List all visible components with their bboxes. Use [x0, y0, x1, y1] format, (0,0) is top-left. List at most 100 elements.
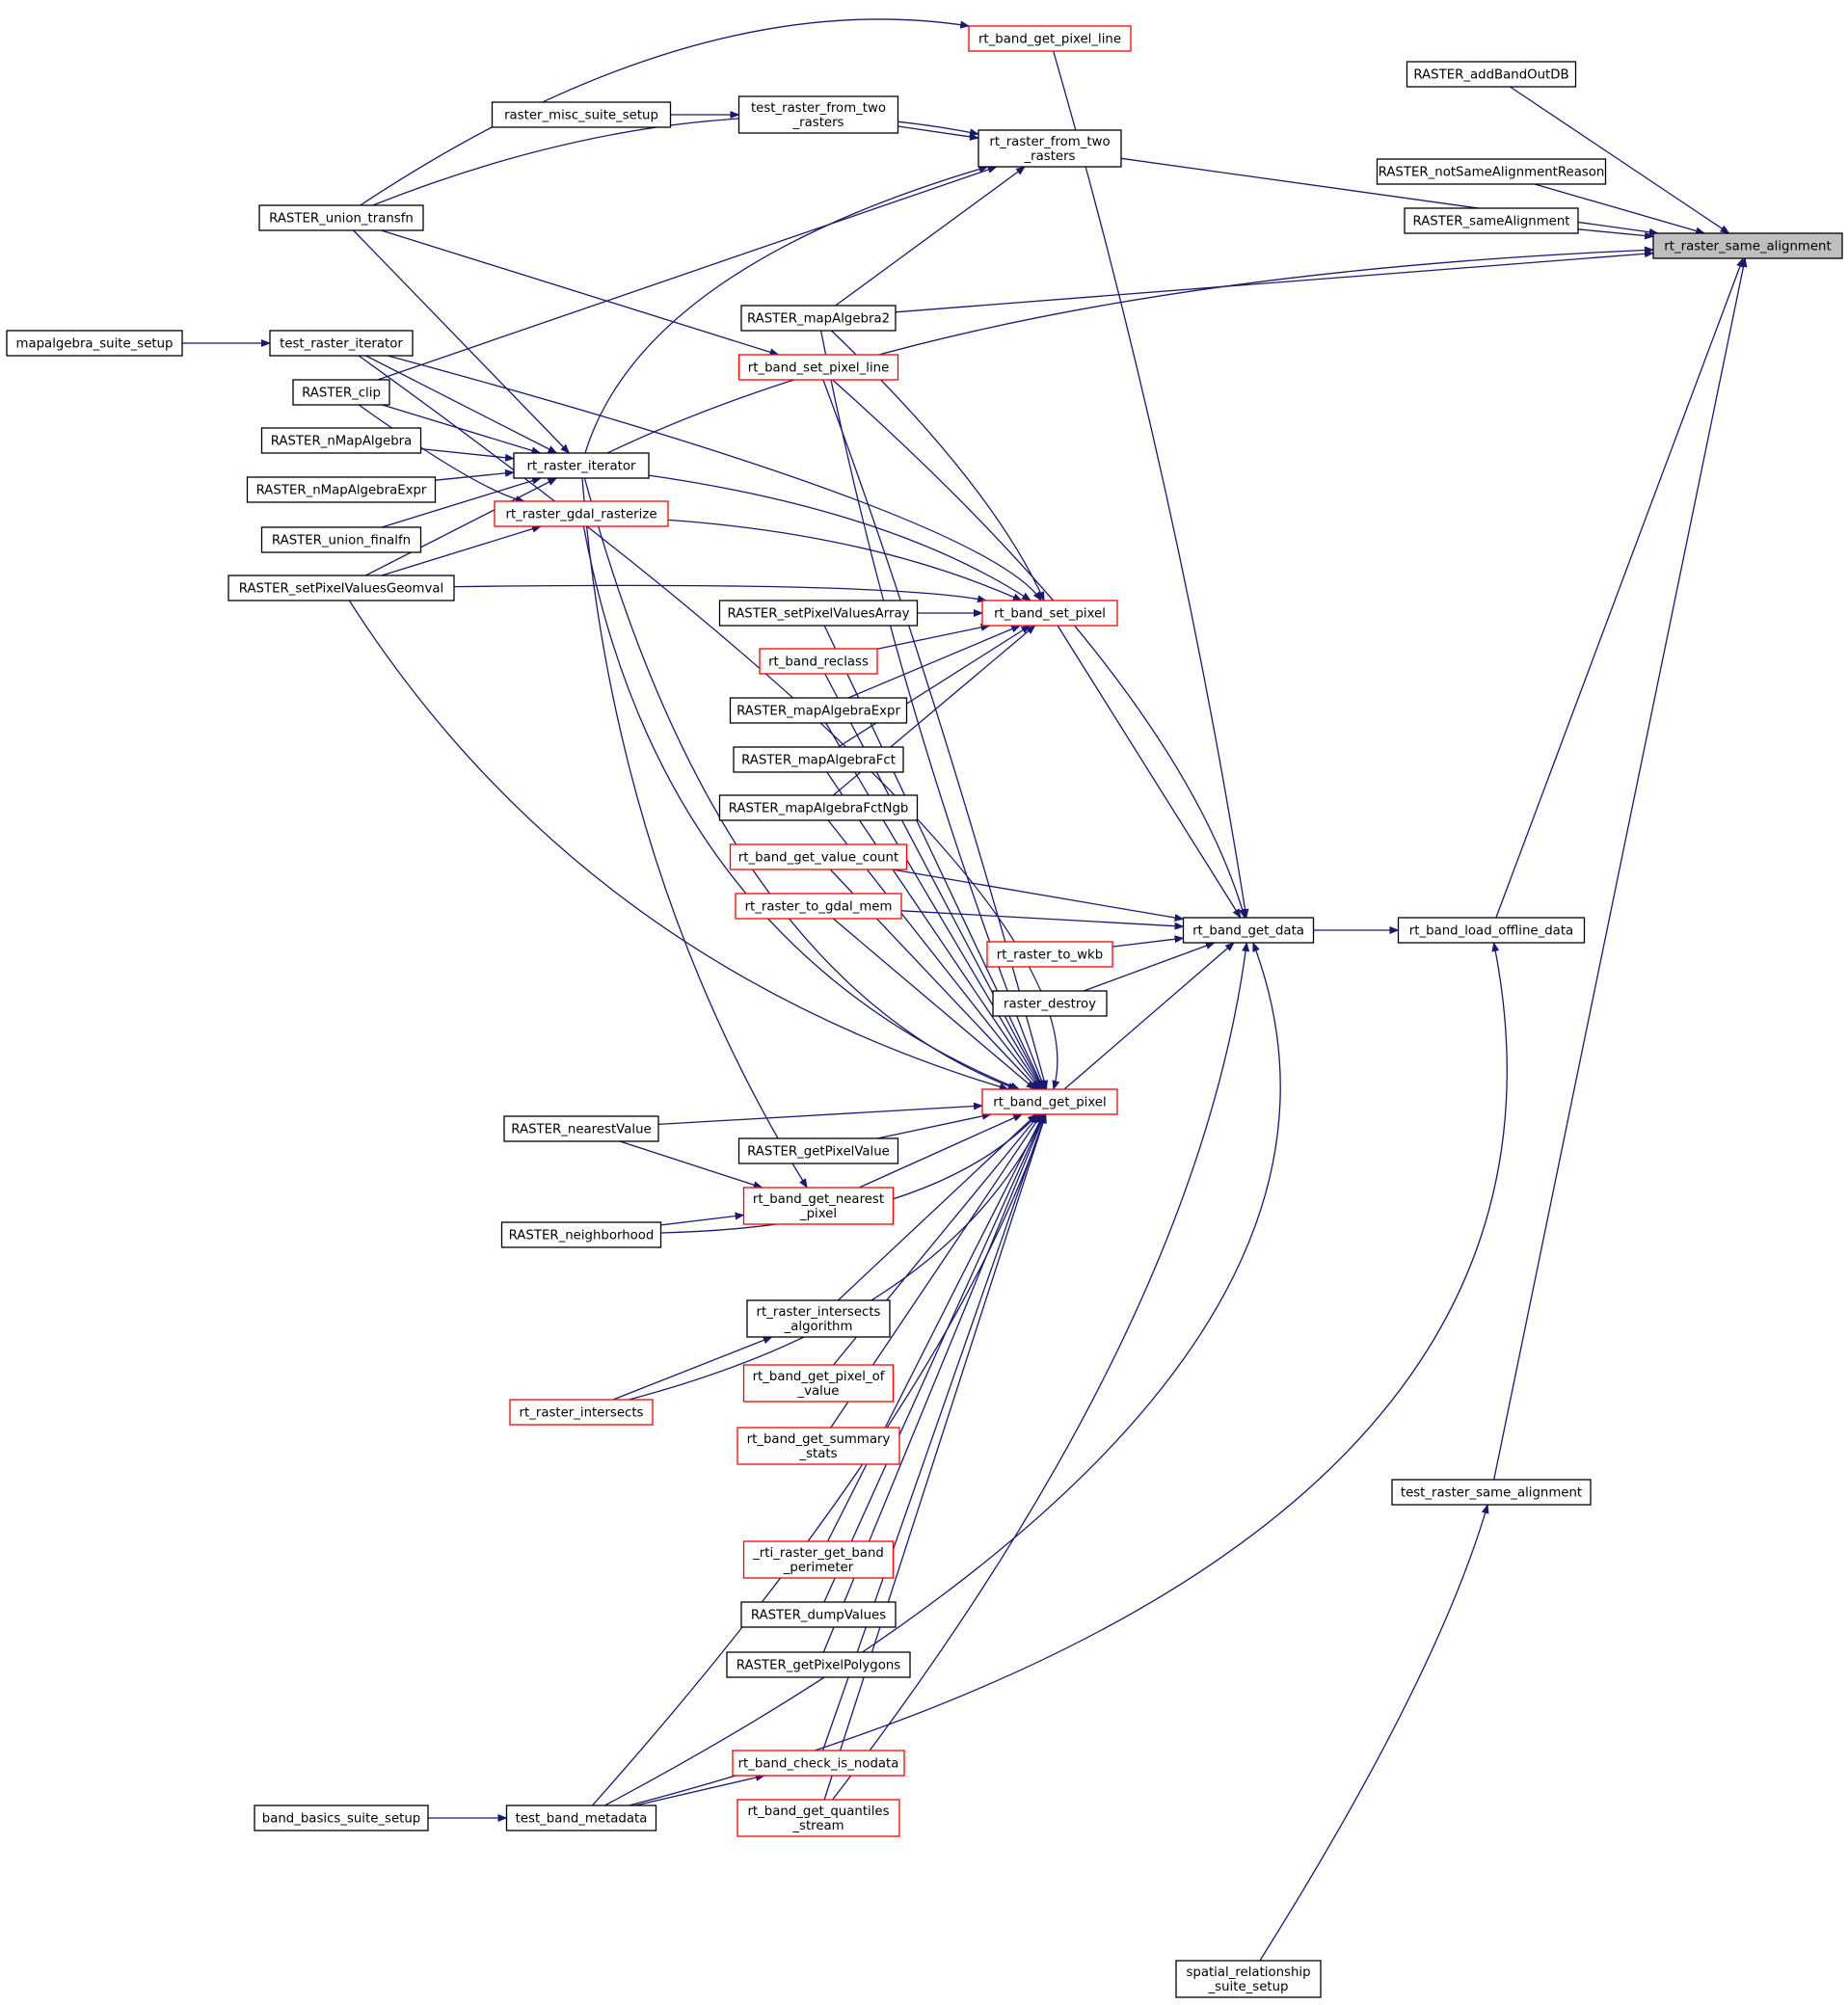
- node-RASTER_setPixelValuesGeomval[interactable]: RASTER_setPixelValuesGeomval: [228, 575, 455, 602]
- node-label: rt_raster_from_two: [989, 135, 1110, 149]
- node-RASTER_sameAlignment[interactable]: RASTER_sameAlignment: [1404, 207, 1579, 234]
- node-test_raster_from_two_rasters[interactable]: test_raster_from_two_rasters: [737, 95, 899, 134]
- node-test_raster_iterator[interactable]: test_raster_iterator: [269, 330, 414, 357]
- node-rt_band_load_offline_data[interactable]: rt_band_load_offline_data: [1397, 917, 1586, 944]
- node-rt_raster_from_two_rasters[interactable]: rt_raster_from_two_rasters: [978, 129, 1122, 168]
- node-RASTER_union_finalfn[interactable]: RASTER_union_finalfn: [260, 526, 422, 553]
- node-rt_raster_to_gdal_mem[interactable]: rt_raster_to_gdal_mem: [735, 893, 902, 920]
- node-label: _rasters: [1024, 149, 1076, 164]
- node-box: [258, 204, 424, 231]
- node-rt_raster_iterator[interactable]: rt_raster_iterator: [513, 452, 650, 479]
- node-box: [740, 305, 897, 332]
- node-rt_band_reclass[interactable]: rt_band_reclass: [759, 648, 878, 675]
- node-label: rt_band_get_summary: [747, 1432, 891, 1447]
- node-label: test_raster_same_alignment: [1401, 1486, 1582, 1501]
- node-box: [260, 526, 422, 553]
- node-rt_raster_same_alignment[interactable]: rt_raster_same_alignment: [1652, 232, 1843, 259]
- node-RASTER_mapAlgebraExpr[interactable]: RASTER_mapAlgebraExpr: [729, 697, 908, 724]
- node-mapalgebra_suite_setup[interactable]: mapalgebra_suite_setup: [6, 330, 183, 357]
- node-RASTER_mapAlgebraFctNgb[interactable]: RASTER_mapAlgebraFctNgb: [718, 794, 919, 821]
- node-RASTER_nearestValue[interactable]: RASTER_nearestValue: [503, 1115, 659, 1142]
- node-rt_raster_gdal_rasterize[interactable]: rt_raster_gdal_rasterize: [494, 500, 669, 527]
- node-raster_destroy[interactable]: raster_destroy: [992, 990, 1108, 1017]
- node-rt_band_get_pixel[interactable]: rt_band_get_pixel: [981, 1088, 1118, 1115]
- node-box: [992, 990, 1108, 1017]
- node-rt_band_get_nearest_pixel[interactable]: rt_band_get_nearest_pixel: [742, 1187, 895, 1225]
- nodes-layer: rt_raster_same_alignment RASTER_addBandOu…: [6, 25, 1843, 1998]
- node-label: rt_band_get_quantiles: [747, 1804, 889, 1819]
- node-box: [737, 95, 899, 134]
- node-label: RASTER_mapAlgebraExpr: [737, 705, 900, 719]
- node-spatial_relationship_suite_setup[interactable]: spatial_relationship_suite_setup: [1175, 1960, 1322, 1998]
- node-box: [729, 697, 908, 724]
- node-box: [1397, 917, 1586, 944]
- node-RASTER_addBandOutDB[interactable]: RASTER_addBandOutDB: [1406, 61, 1577, 88]
- node-RASTER_getPixelValue[interactable]: RASTER_getPixelValue: [737, 1137, 899, 1164]
- node-box: [6, 330, 183, 357]
- node-_rti_raster_get_band_perimeter[interactable]: _rti_raster_get_band_perimeter: [742, 1540, 895, 1579]
- node-label: rt_band_get_pixel_line: [978, 33, 1121, 47]
- node-RASTER_clip[interactable]: RASTER_clip: [292, 379, 390, 406]
- node-rt_raster_to_wkb[interactable]: rt_raster_to_wkb: [986, 941, 1113, 968]
- node-label: rt_raster_to_wkb: [997, 949, 1103, 963]
- node-RASTER_mapAlgebraFct[interactable]: RASTER_mapAlgebraFct: [733, 746, 904, 773]
- node-label: RASTER_dumpValues: [751, 1609, 886, 1623]
- node-label: rt_raster_to_gdal_mem: [745, 900, 893, 915]
- edge-spatial_relationship_suite_setup-to-test_raster_same_alignment: [1259, 1504, 1489, 1962]
- node-rt_band_check_is_nodata[interactable]: rt_band_check_is_nodata: [732, 1750, 905, 1777]
- node-box: [491, 101, 672, 128]
- edge-test_raster_same_alignment-to-rt_raster_same_alignment: [1493, 257, 1748, 1481]
- node-rt_band_get_pixel_line[interactable]: rt_band_get_pixel_line: [968, 25, 1132, 52]
- node-RASTER_mapAlgebra2[interactable]: RASTER_mapAlgebra2: [740, 305, 897, 332]
- edge-RASTER_nMapAlgebra-to-rt_raster_iterator: [420, 447, 515, 462]
- node-box: [503, 1115, 659, 1142]
- node-label: RASTER_setPixelValuesGeomval: [239, 582, 443, 597]
- node-rt_band_set_pixel_line[interactable]: rt_band_set_pixel_line: [737, 354, 899, 381]
- node-label: RASTER_union_transfn: [269, 212, 414, 227]
- node-RASTER_nMapAlgebraExpr[interactable]: RASTER_nMapAlgebraExpr: [246, 476, 437, 503]
- edges-layer: [182, 18, 1748, 1962]
- edge-RASTER_notSameAlignmentReason-to-rt_raster_same_alignment: [1534, 183, 1706, 235]
- edge-RASTER_union_transfn-to-rt_band_get_pixel_line: [360, 18, 971, 206]
- node-RASTER_union_transfn[interactable]: RASTER_union_transfn: [258, 204, 424, 231]
- node-box: [737, 354, 899, 381]
- node-RASTER_setPixelValuesArray[interactable]: RASTER_setPixelValuesArray: [718, 600, 919, 627]
- node-RASTER_notSameAlignmentReason[interactable]: RASTER_notSameAlignmentReason: [1376, 158, 1607, 185]
- node-label: rt_band_set_pixel_line: [748, 361, 890, 376]
- node-RASTER_dumpValues[interactable]: RASTER_dumpValues: [740, 1601, 897, 1628]
- node-rt_raster_intersects_algorithm[interactable]: rt_raster_intersects_algorithm: [746, 1299, 891, 1338]
- edge-rt_band_load_offline_data-to-rt_raster_same_alignment: [1495, 257, 1744, 919]
- node-rt_band_get_quantiles_stream[interactable]: rt_band_get_quantiles_stream: [737, 1799, 900, 1837]
- node-box: [1376, 158, 1607, 185]
- node-RASTER_getPixelPolygons[interactable]: RASTER_getPixelPolygons: [726, 1651, 911, 1678]
- node-rt_band_get_value_count[interactable]: rt_band_get_value_count: [729, 843, 908, 870]
- edge-rt_raster_gdal_rasterize-to-rt_band_get_pixel: [582, 525, 1021, 1090]
- node-label: RASTER_nMapAlgebraExpr: [256, 484, 427, 498]
- node-test_raster_same_alignment[interactable]: test_raster_same_alignment: [1391, 1479, 1592, 1506]
- edge-RASTER_setPixelValuesGeomval-to-rt_band_get_pixel: [348, 600, 1009, 1091]
- node-band_basics_suite_setup[interactable]: band_basics_suite_setup: [254, 1804, 429, 1831]
- node-label: _value: [797, 1384, 840, 1399]
- node-rt_band_get_data[interactable]: rt_band_get_data: [1182, 917, 1315, 944]
- node-raster_misc_suite_setup[interactable]: raster_misc_suite_setup: [491, 101, 672, 128]
- node-rt_raster_intersects[interactable]: rt_raster_intersects: [509, 1399, 654, 1426]
- node-test_band_metadata[interactable]: test_band_metadata: [505, 1804, 657, 1831]
- edge-test_band_metadata-to-rt_band_get_data: [604, 942, 1281, 1806]
- node-label: RASTER_nearestValue: [511, 1123, 651, 1137]
- node-RASTER_neighborhood[interactable]: RASTER_neighborhood: [500, 1221, 662, 1248]
- node-box: [718, 794, 919, 821]
- edge-RASTER_setPixelValuesGeomval-to-rt_band_set_pixel: [453, 584, 987, 603]
- edge-rt_band_get_quantiles_stream-to-rt_band_get_data: [832, 942, 1250, 1801]
- node-label: RASTER_nMapAlgebra: [271, 435, 413, 449]
- node-label: RASTER_getPixelValue: [747, 1145, 890, 1160]
- edge-test_band_metadata-to-rt_band_check_is_nodata: [634, 1774, 765, 1806]
- node-rt_band_get_pixel_of_value[interactable]: rt_band_get_pixel_of_value: [742, 1364, 895, 1403]
- edge-rt_band_set_pixel-to-rt_band_get_data: [1057, 625, 1242, 919]
- edge-RASTER_mapAlgebra2-to-rt_raster_same_alignment: [895, 250, 1654, 313]
- node-rt_band_get_summary_stats[interactable]: rt_band_get_summary_stats: [737, 1427, 900, 1465]
- edge-rt_band_get_quantiles_stream-to-rt_band_get_pixel: [823, 1113, 1047, 1801]
- node-rt_band_set_pixel[interactable]: rt_band_set_pixel: [981, 600, 1118, 627]
- node-label: rt_band_get_value_count: [738, 851, 898, 866]
- node-label: raster_misc_suite_setup: [504, 109, 658, 123]
- node-RASTER_nMapAlgebra[interactable]: RASTER_nMapAlgebra: [260, 427, 422, 454]
